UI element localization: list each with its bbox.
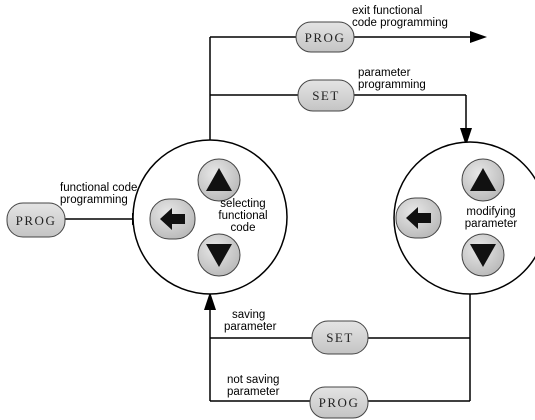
return-up-arrowhead xyxy=(204,292,216,310)
param-prog-label-2: programming xyxy=(358,79,426,91)
set-key-bottom[interactable]: SET xyxy=(311,320,369,355)
prog-key-top[interactable]: PROG xyxy=(295,21,355,53)
set-key-top[interactable]: SET xyxy=(297,79,355,112)
right-shift-button[interactable] xyxy=(395,197,442,239)
right-up-button[interactable] xyxy=(461,158,505,202)
selecting-label-2: functional xyxy=(218,210,267,222)
set-key-bottom-label: SET xyxy=(326,330,354,345)
left-shift-button[interactable] xyxy=(149,198,196,240)
exit-label-1: exit functional xyxy=(352,5,422,17)
saving-label-2: parameter xyxy=(224,321,277,333)
set-down-arrowhead xyxy=(460,128,472,146)
modifying-label-2: parameter xyxy=(465,218,518,230)
left-arrow-icon xyxy=(406,207,431,229)
left-arrow-icon xyxy=(160,208,185,230)
right-down-button[interactable] xyxy=(461,233,505,277)
left-down-button[interactable] xyxy=(197,233,241,277)
saving-label-1: saving xyxy=(232,309,265,321)
selecting-label-3: code xyxy=(231,222,256,234)
prog-key-left-label: PROG xyxy=(16,213,57,228)
triangle-down-icon xyxy=(206,244,232,267)
modifying-label-1: modifying xyxy=(466,206,515,218)
prog-key-bottom[interactable]: PROG xyxy=(309,386,369,419)
triangle-up-icon xyxy=(206,168,232,191)
exit-label-2: code programming xyxy=(352,17,448,29)
func-code-label-1: functional code xyxy=(60,182,137,194)
prog-key-left[interactable]: PROG xyxy=(6,202,66,238)
left-up-button[interactable] xyxy=(197,158,241,202)
prog-key-bottom-label: PROG xyxy=(319,395,360,410)
exit-arrowhead xyxy=(470,31,487,43)
triangle-down-icon xyxy=(470,244,496,267)
param-prog-label-1: parameter xyxy=(358,67,411,79)
triangle-up-icon xyxy=(470,168,496,191)
right-keypad: modifying parameter xyxy=(393,141,535,295)
not-saving-label-1: not saving xyxy=(227,374,279,386)
not-saving-label-2: parameter xyxy=(227,386,280,398)
func-code-label-2: programming xyxy=(60,194,128,206)
set-key-top-label: SET xyxy=(312,88,340,103)
selecting-label-1: selecting xyxy=(220,198,265,210)
left-keypad: selecting functional code xyxy=(132,139,288,295)
prog-key-top-label: PROG xyxy=(305,30,346,45)
